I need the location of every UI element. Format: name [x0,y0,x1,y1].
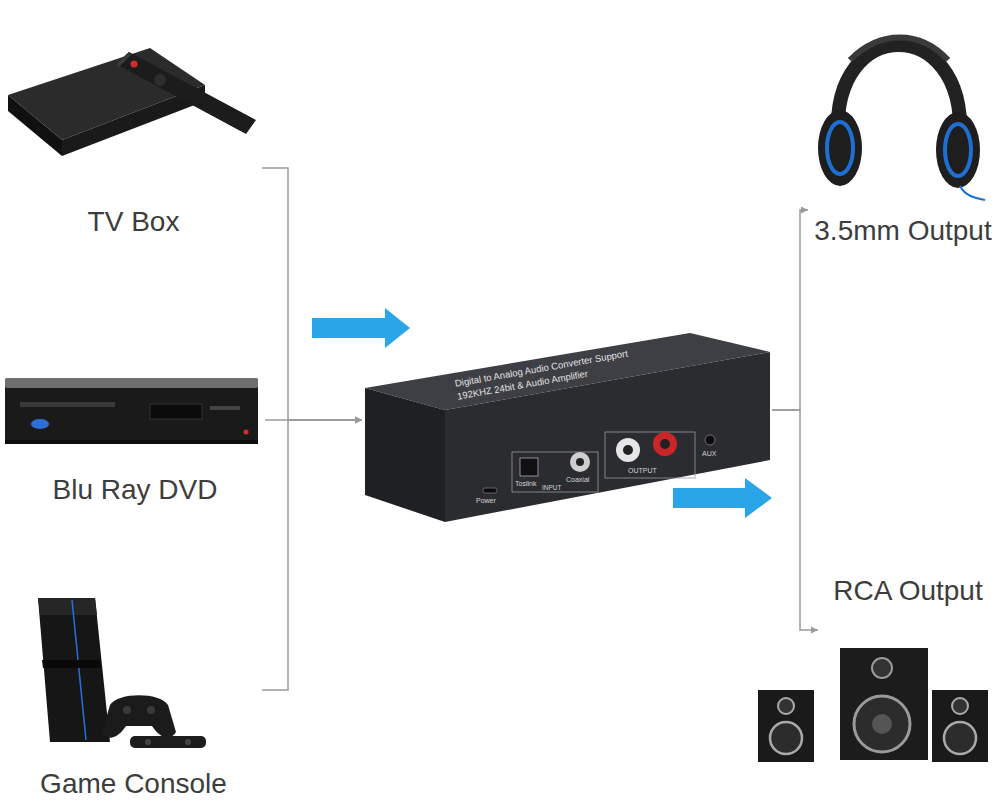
device-label: Game Console [40,768,227,800]
flow-arrow [673,478,772,518]
game-console-picture [38,598,206,748]
port-label: Power [476,497,496,504]
tv-box-picture [8,48,256,156]
port-label: INPUT [542,485,562,492]
device-label: Blu Ray DVD [53,474,218,506]
connector [772,207,808,411]
device-label: TV Box [88,206,180,238]
device-node: Blu Ray DVD [5,370,265,510]
device-node: 3.5mm Output [808,195,998,260]
flow-arrow [312,308,410,348]
device-caption: Digital to Analog Audio Converter Suppor… [454,342,660,403]
port-label: OUTPUT [628,467,657,474]
speakers-picture [758,648,988,762]
device-node: RCA Output [818,570,998,650]
connector [772,410,818,634]
port-label: Toslink [515,480,536,487]
bluray-player-picture [5,378,258,444]
device-label: 3.5mm Output [814,215,991,247]
connector [262,168,362,424]
device-node: TV Box [5,5,262,250]
connector [262,417,362,691]
port-label: Coaxial [566,476,589,483]
port-label: AUX [702,450,716,457]
headphones-picture [818,38,985,201]
device-label: RCA Output [833,575,982,607]
converter-node: Digital to Analog Audio Converter Suppor… [362,330,772,525]
device-node: Game Console [5,590,262,802]
